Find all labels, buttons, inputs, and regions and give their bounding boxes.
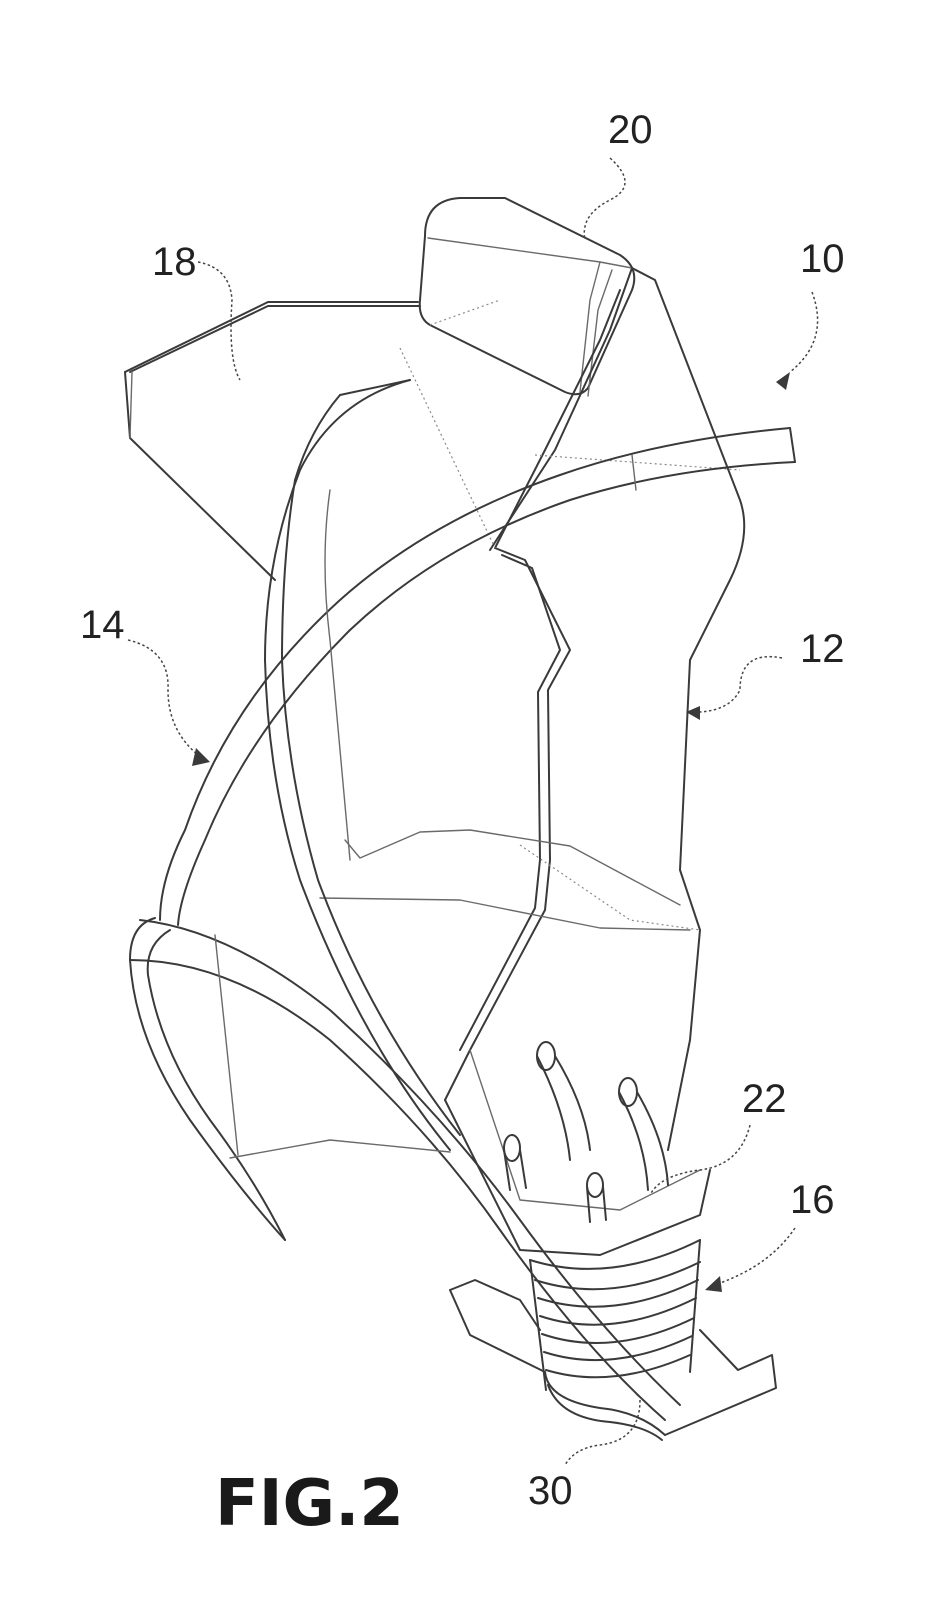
ref-22: 22 (742, 1077, 787, 1121)
ref-12: 12 (800, 627, 845, 671)
strap-14 (159, 427, 796, 926)
ref-16: 16 (790, 1178, 835, 1222)
ref-20: 20 (608, 108, 653, 152)
ref-14: 14 (80, 603, 125, 647)
base-30 (449, 1279, 777, 1441)
connector-22 (444, 1041, 711, 1256)
cap-20 (418, 197, 636, 397)
wing-18 (124, 301, 421, 581)
thread-16 (529, 1239, 701, 1391)
ref-10: 10 (800, 237, 845, 281)
ref-30: 30 (528, 1469, 573, 1513)
leader-lines (127, 157, 819, 1466)
inner-band (264, 379, 461, 1151)
lower-flap (129, 917, 681, 1421)
ref-18: 18 (152, 240, 197, 284)
arrow-heads (192, 372, 790, 1292)
figure-label: FIG.2 (215, 1467, 404, 1541)
body-12 (319, 267, 746, 1151)
